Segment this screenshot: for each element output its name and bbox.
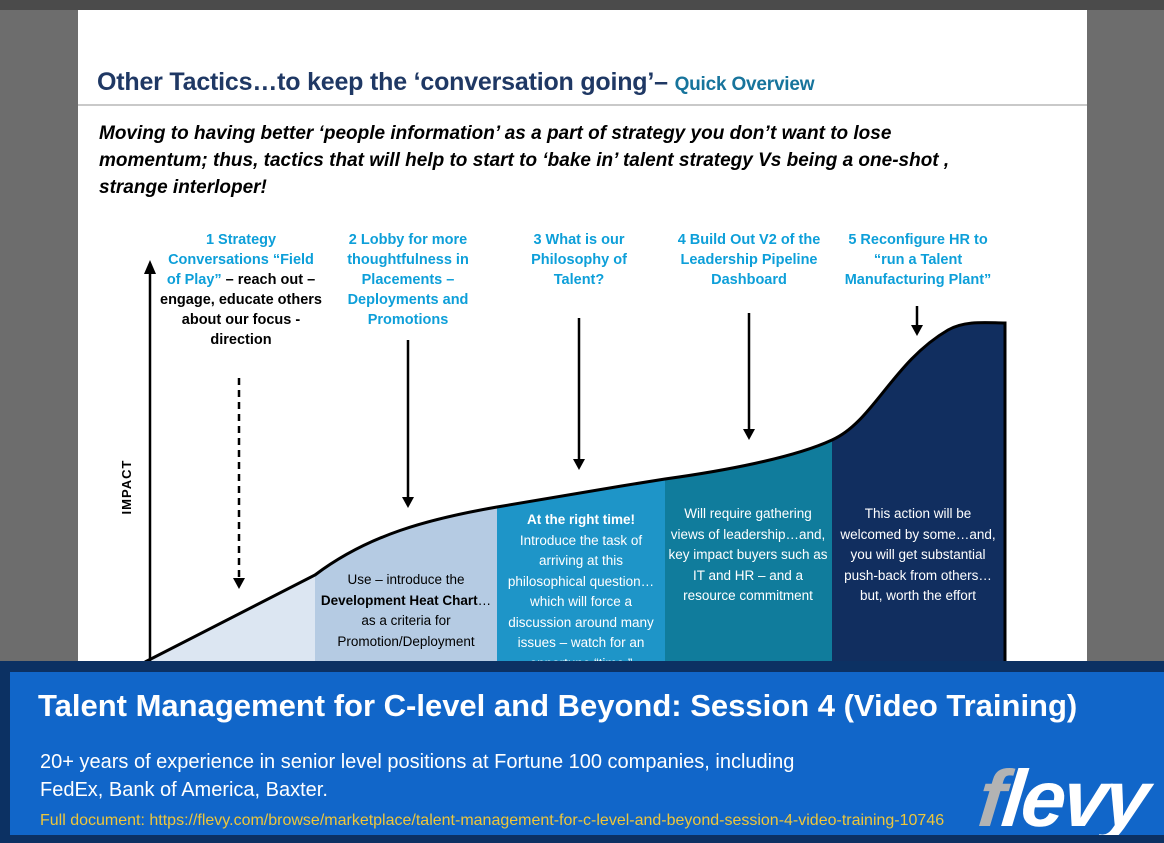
tactic-heading-3: 3 What is our Philosophy of Talent? (504, 230, 654, 290)
slide-title: Other Tactics…to keep the ‘conversation … (97, 68, 815, 97)
document-subtitle-line2: FedEx, Bank of America, Baxter. (40, 779, 328, 801)
band-3-note-body: Introduce the task of arriving at this p… (507, 532, 655, 662)
impact-axis-arrowhead-icon (144, 260, 156, 274)
band-5-area (832, 322, 1005, 661)
impact-axis-label: IMPACT (119, 459, 134, 515)
flevy-logo-levy: levy (997, 754, 1151, 835)
intro-paragraph: Moving to having better ‘people informat… (99, 123, 950, 198)
document-subtitle-line1: 20+ years of experience in senior level … (40, 751, 795, 773)
tactic-heading-4-accent: 4 Build Out V2 of the Leadership Pipelin… (677, 232, 821, 288)
slide-title-main: Other Tactics…to keep the ‘conversation … (97, 68, 675, 96)
band-2-note-bold: Development Heat Chart (320, 592, 478, 608)
tactic-heading-3-accent: 3 What is our Philosophy of Talent? (531, 232, 627, 288)
impact-curve-chart (144, 260, 1007, 661)
tactic-heading-4: 4 Build Out V2 of the Leadership Pipelin… (676, 230, 822, 290)
tactic-4-arrow (743, 313, 755, 440)
tactic-heading-5-accent: 5 Reconfigure HR to “run a Talent Manufa… (844, 232, 992, 288)
presentation-slide: Other Tactics…to keep the ‘conversation … (78, 10, 1087, 661)
band-1-area (145, 575, 315, 661)
tactic-heading-5: 5 Reconfigure HR to “run a Talent Manufa… (842, 230, 994, 290)
tactic-heading-1: 1 Strategy Conversations “Field of Play”… (160, 230, 322, 350)
band-3-note: At the right time! Introduce the task of … (499, 510, 663, 661)
document-title: Talent Management for C-level and Beyond… (38, 688, 1078, 723)
tactic-heading-1-rest: – reach out – engage, educate others abo… (160, 272, 322, 348)
tactic-heading-2: 2 Lobby for more thoughtfulness in Place… (333, 230, 483, 330)
band-5-note: This action will be welcomed by some…and… (840, 506, 996, 603)
tactic-2-arrow (402, 340, 414, 508)
tactic-heading-1-accent: 1 Strategy Conversations “Field of Play” (166, 232, 314, 288)
slide-title-accent: Quick Overview (674, 74, 815, 95)
title-divider (78, 104, 1087, 106)
band-4-area (665, 440, 832, 661)
tactic-3-arrow (573, 318, 585, 470)
document-subtitle: 20+ years of experience in senior level … (40, 748, 794, 804)
band-2-area (315, 507, 497, 661)
band-3-note-lead: At the right time! (527, 512, 635, 527)
full-document-link[interactable]: Full document: https://flevy.com/browse/… (40, 812, 945, 829)
tactic-5-arrow (911, 306, 923, 336)
curve-line (144, 321, 1007, 661)
band-2-note: Use – introduce the Development Heat Cha… (316, 570, 496, 652)
banner-panel: Talent Management for C-level and Beyond… (10, 672, 1164, 835)
band-2-note-suffix: …as a criteria for Promotion/Deployment (337, 592, 492, 649)
band-2-note-prefix: Use – introduce the (347, 572, 465, 587)
tactic-1-arrow (233, 378, 245, 589)
flevy-logo[interactable]: flevy (974, 754, 1151, 835)
marketplace-banner: Talent Management for C-level and Beyond… (0, 661, 1164, 843)
window-top-border (0, 0, 1164, 10)
band-4-note: Will require gathering views of leadersh… (668, 506, 828, 603)
tactic-heading-2-accent: 2 Lobby for more thoughtfulness in Place… (347, 232, 469, 328)
band-3-area (497, 479, 665, 661)
